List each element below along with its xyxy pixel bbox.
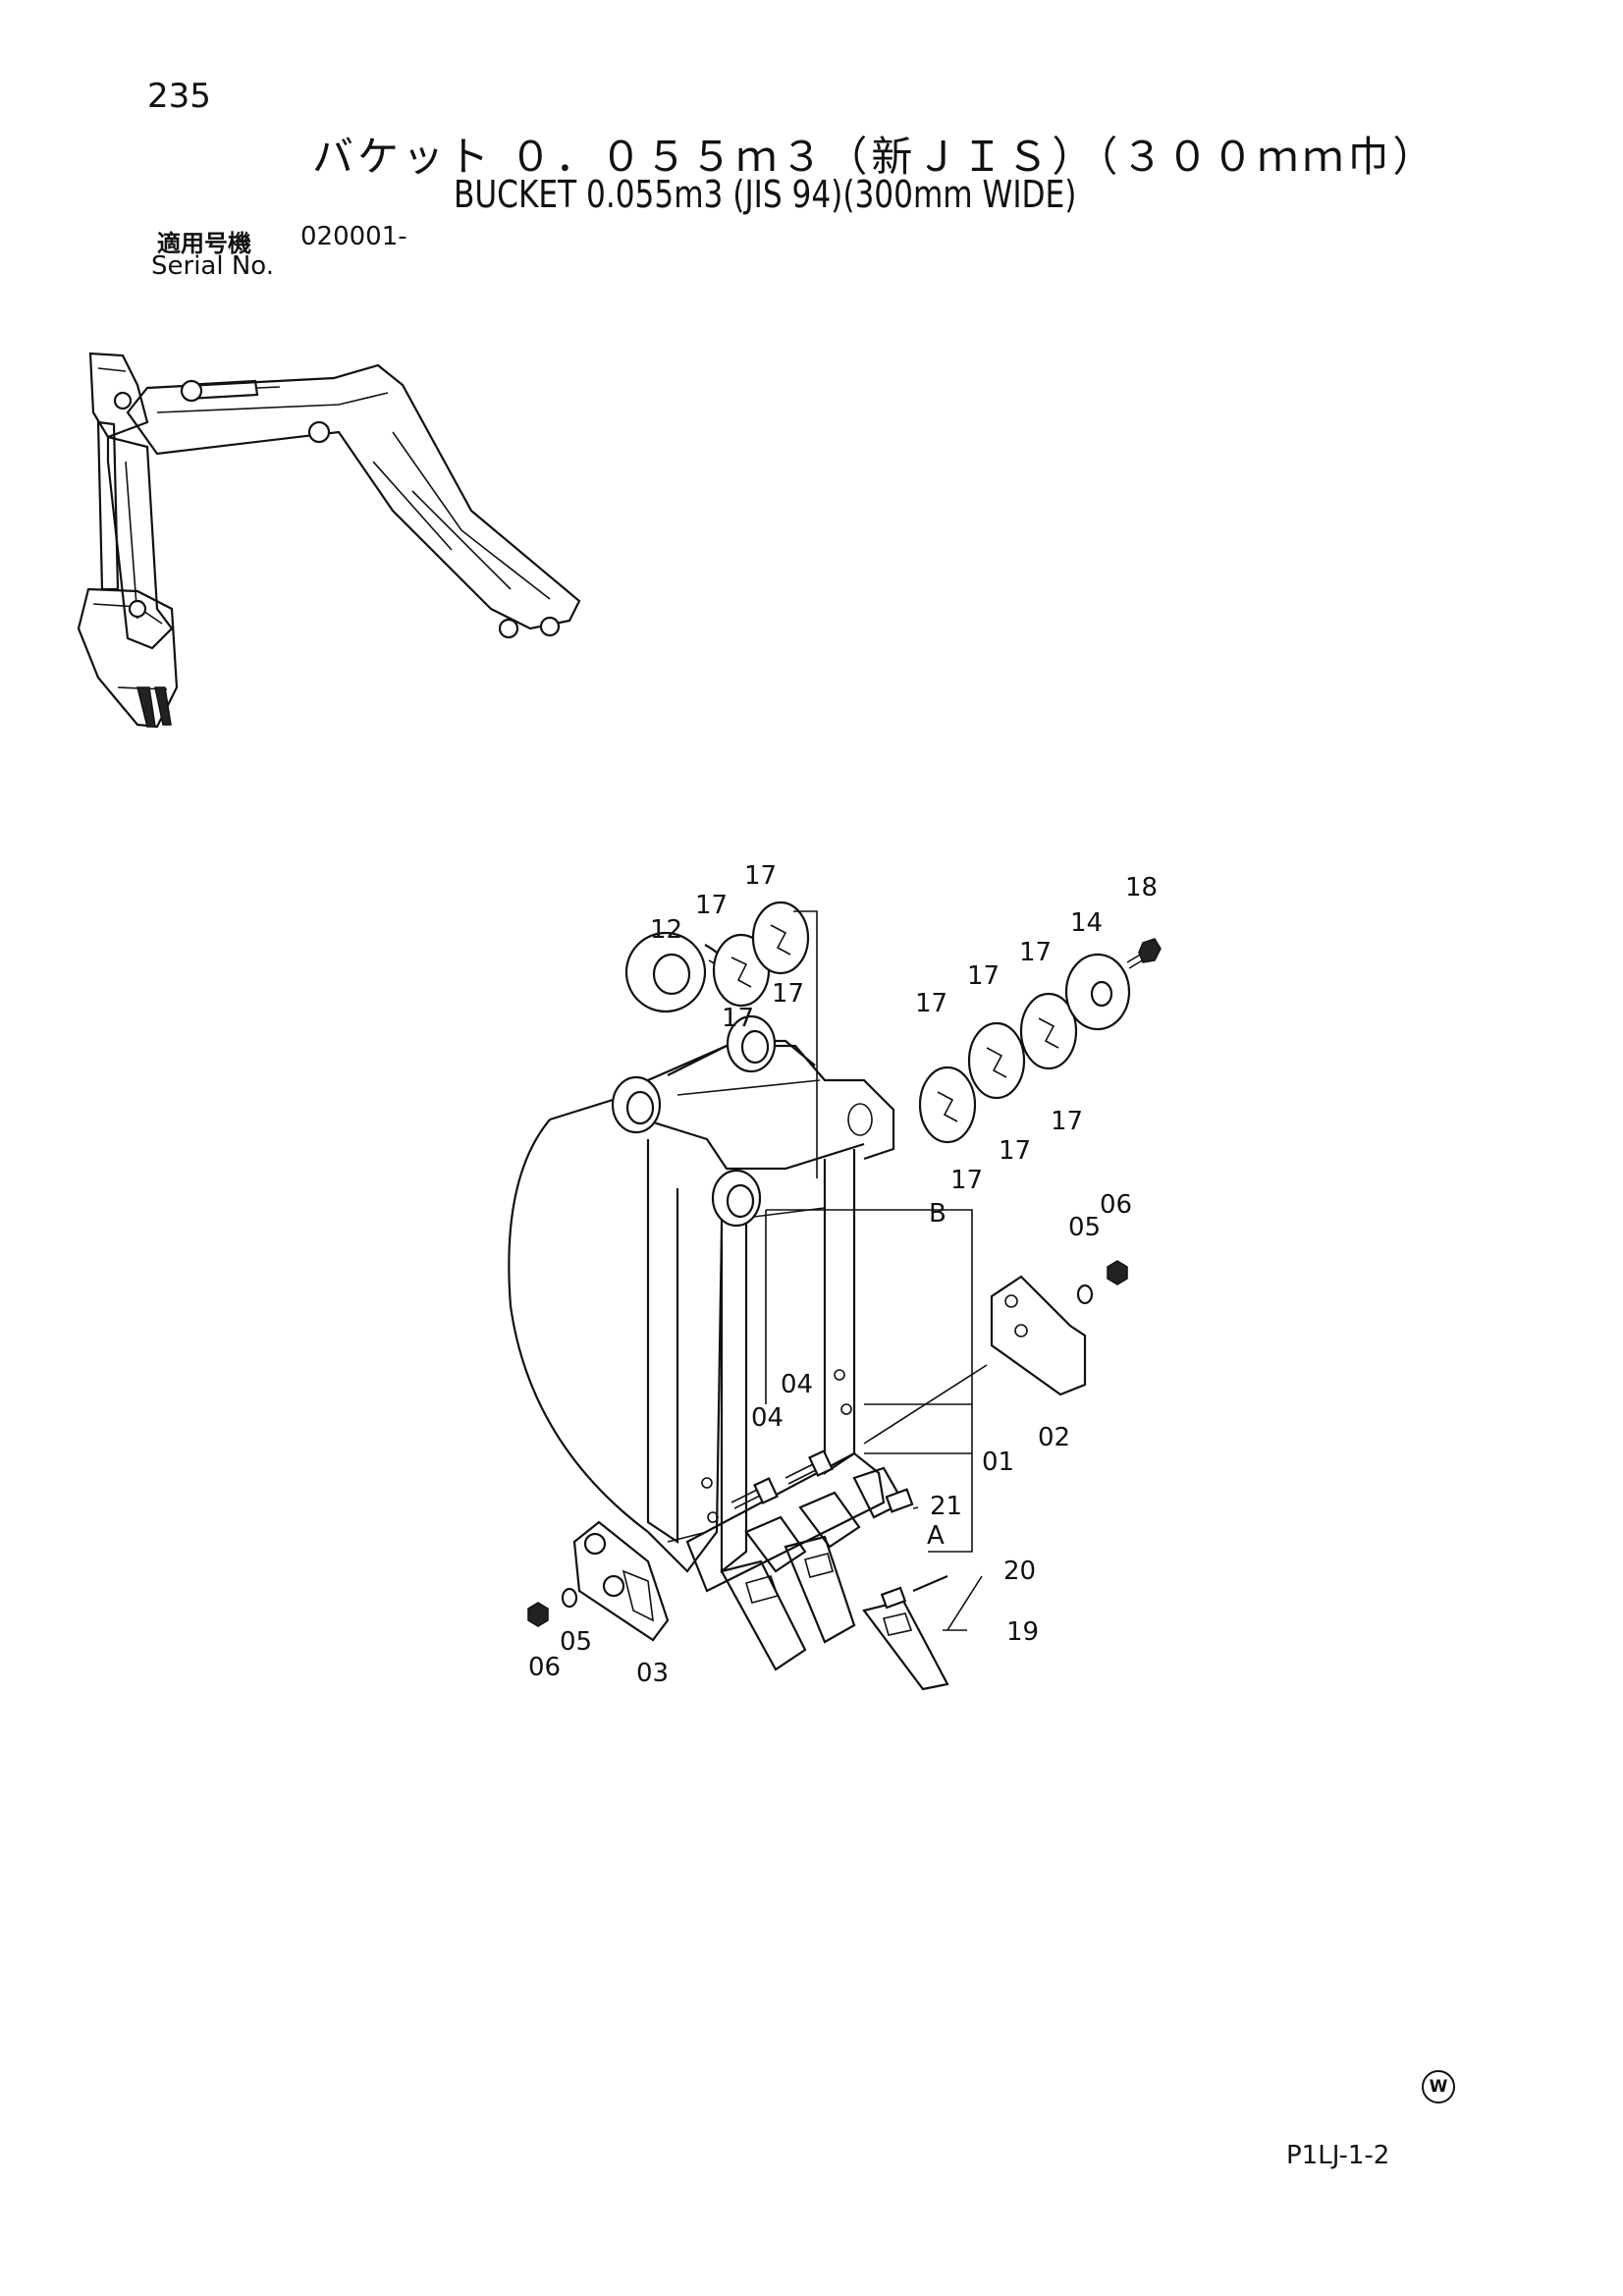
- serial-label-japanese: 適用号機: [157, 230, 251, 257]
- title-english: BUCKET 0.055m3 (JIS 94)(300mm WIDE): [454, 173, 1077, 216]
- callout-A: A: [927, 1521, 945, 1551]
- excavator-arm-overview: [77, 352, 581, 729]
- title-japanese: バケット ０．０５５ｍ３（新ＪＩＳ）（３００ｍｍ巾）: [312, 133, 1438, 181]
- callout-17: 17: [722, 1004, 754, 1033]
- callout-04: 04: [781, 1370, 813, 1399]
- callout-17: 17: [950, 1166, 983, 1195]
- callout-04: 04: [751, 1403, 784, 1433]
- callout-18: 18: [1125, 873, 1158, 902]
- callout-06: 06: [528, 1653, 561, 1682]
- serial-label-english: Serial No.: [151, 251, 274, 281]
- callout-17: 17: [1019, 938, 1052, 967]
- serial-value: 020001-: [300, 222, 407, 251]
- callout-05: 05: [560, 1627, 592, 1657]
- page-number: 235: [147, 77, 211, 116]
- callout-03: 03: [636, 1659, 669, 1688]
- callout-20: 20: [1003, 1557, 1036, 1586]
- shim-group-right: [918, 938, 1162, 1144]
- callout-labels: 17 17 12 17 17 18 14 17 17 17 17 17 17 B…: [528, 861, 1158, 1688]
- callout-17: 17: [999, 1136, 1031, 1166]
- drawing-code: P1LJ-1-2: [1286, 2141, 1390, 2170]
- callout-17: 17: [967, 961, 1000, 991]
- callout-17: 17: [744, 861, 777, 891]
- callout-B: B: [929, 1199, 947, 1229]
- callout-12: 12: [650, 915, 682, 945]
- callout-19: 19: [1006, 1617, 1039, 1647]
- callout-01: 01: [982, 1448, 1014, 1477]
- callout-02: 02: [1038, 1423, 1070, 1452]
- w-mark-symbol: W: [1422, 2070, 1455, 2104]
- callout-17: 17: [695, 891, 728, 920]
- callout-14: 14: [1070, 908, 1103, 938]
- callout-17: 17: [915, 989, 947, 1018]
- leader-lines: [667, 910, 988, 1631]
- bucket-exploded-view: [508, 901, 1162, 1691]
- callout-21: 21: [930, 1492, 962, 1521]
- callout-06: 06: [1100, 1190, 1132, 1220]
- callout-17: 17: [772, 979, 804, 1009]
- shim-group-upper-left: [624, 901, 810, 1013]
- callout-05: 05: [1068, 1213, 1101, 1242]
- callout-17: 17: [1051, 1107, 1083, 1136]
